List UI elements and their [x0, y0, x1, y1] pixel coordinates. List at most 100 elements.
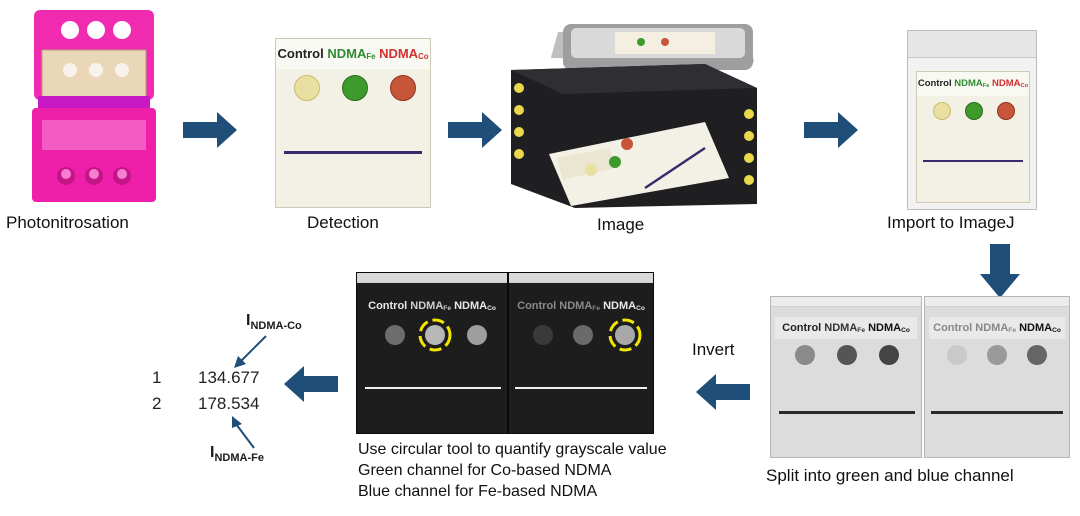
- co-subscript-label: NDMA-Co: [250, 320, 302, 333]
- control-well: [294, 75, 320, 101]
- ndma-fe-label: NDMA: [410, 300, 444, 312]
- flow-line: [779, 411, 915, 414]
- ndma-co-label: NDMA: [454, 300, 488, 312]
- control-well: [947, 345, 967, 365]
- fe-well: [987, 345, 1007, 365]
- step-label-import: Import to ImageJ: [887, 213, 1015, 232]
- control-label: Control: [917, 78, 952, 89]
- fe-subscript: Fe: [592, 304, 600, 312]
- ndma-fe-label: NDMA: [954, 78, 983, 89]
- control-label: Control: [782, 322, 822, 334]
- flow-line: [923, 160, 1023, 162]
- control-well: [385, 325, 405, 345]
- selection-circle-icon: [608, 318, 642, 352]
- ndma-fe-label: NDMA: [975, 322, 1009, 334]
- i-letter: I: [210, 444, 215, 461]
- flow-line: [931, 411, 1063, 414]
- arrow-left-icon: [284, 366, 338, 402]
- imagej-toolbar: [908, 31, 1036, 58]
- co-subscript: Co: [901, 326, 910, 334]
- arrow-right-icon: [183, 112, 237, 148]
- ndma-co-label: NDMA: [379, 46, 419, 61]
- imagej-strip: Control NDMAFe NDMACo: [916, 71, 1030, 203]
- label-ndma-co: INDMA-Co: [246, 312, 302, 332]
- arrow-down-icon: [980, 244, 1020, 298]
- pointer-arrow-icon: [234, 335, 267, 368]
- control-label: Control: [933, 322, 973, 334]
- inverted-blue-window: Control NDMAFe NDMACo: [508, 272, 654, 434]
- co-well: [997, 102, 1015, 120]
- fe-subscript: Fe: [366, 52, 376, 62]
- fe-subscript-label: NDMA-Fe: [214, 452, 264, 465]
- quantify-line-3: Blue channel for Fe-based NDMA: [358, 483, 598, 500]
- fe-well: [425, 325, 445, 345]
- quantify-description: Use circular tool to quantify grayscale …: [358, 439, 667, 502]
- arrow-left-icon: [696, 374, 750, 410]
- strip-header: Control NDMAFe NDMACo: [775, 317, 917, 339]
- result-value: 178.534: [198, 394, 260, 413]
- control-label: Control: [277, 46, 324, 61]
- strip-header: Control NDMAFe NDMACo: [361, 295, 503, 317]
- step-label-split: Split into green and blue channel: [766, 466, 1014, 485]
- co-subscript: Co: [1020, 82, 1029, 89]
- co-subscript: Co: [1052, 326, 1061, 334]
- strip-header: Control NDMAFe NDMACo: [917, 72, 1029, 96]
- co-well: [467, 325, 487, 345]
- co-well: [615, 325, 635, 345]
- result-value: 134.677: [198, 368, 260, 387]
- ndma-fe-label: NDMA: [824, 322, 858, 334]
- fe-well: [837, 345, 857, 365]
- result-row-2: 2 178.534: [152, 394, 259, 414]
- flow-line: [365, 387, 501, 389]
- co-well: [879, 345, 899, 365]
- step-label-image: Image: [597, 215, 645, 234]
- step-label-invert: Invert: [692, 340, 735, 359]
- arrow-right-icon: [804, 112, 858, 148]
- fe-well: [573, 325, 593, 345]
- flow-line: [515, 387, 647, 389]
- inverted-green-window: Control NDMAFe NDMACo: [356, 272, 508, 434]
- ndma-co-label: NDMA: [1019, 322, 1053, 334]
- ndma-fe-label: NDMA: [559, 300, 593, 312]
- imagej-window: Control NDMAFe NDMACo: [907, 30, 1037, 210]
- fe-well: [965, 102, 983, 120]
- ndma-fe-label: NDMA: [327, 46, 367, 61]
- control-well: [533, 325, 553, 345]
- fe-well: [342, 75, 368, 101]
- co-subscript: Co: [636, 304, 645, 312]
- co-subscript: Co: [418, 52, 429, 62]
- co-well: [1027, 345, 1047, 365]
- window-titlebar: [509, 273, 653, 283]
- imaging-box: [505, 18, 765, 214]
- strip-header: Control NDMAFe NDMACo: [513, 295, 649, 317]
- control-well: [795, 345, 815, 365]
- quantify-line-2: Green channel for Co-based NDMA: [358, 462, 612, 479]
- fe-subscript: Fe: [857, 326, 865, 334]
- strip-header: Control NDMAFe NDMACo: [276, 39, 430, 69]
- strip-header: Control NDMAFe NDMACo: [929, 317, 1065, 339]
- flow-line: [284, 151, 422, 154]
- window-titlebar: [771, 297, 921, 307]
- quantify-line-1: Use circular tool to quantify grayscale …: [358, 441, 667, 458]
- step-label-detection: Detection: [307, 213, 379, 232]
- co-subscript: Co: [487, 304, 496, 312]
- control-label: Control: [517, 300, 557, 312]
- detection-strip: Control NDMAFe NDMACo: [275, 38, 431, 208]
- fe-subscript: Fe: [443, 304, 451, 312]
- control-well: [933, 102, 951, 120]
- green-channel-window: Control NDMAFe NDMACo: [770, 296, 922, 458]
- label-ndma-fe: INDMA-Fe: [210, 444, 264, 464]
- control-label: Control: [368, 300, 408, 312]
- pointer-arrow-icon: [232, 416, 255, 449]
- window-titlebar: [357, 273, 507, 283]
- blue-channel-window: Control NDMAFe NDMACo: [924, 296, 1070, 458]
- arrow-right-icon: [448, 112, 502, 148]
- co-well: [390, 75, 416, 101]
- selection-circle-icon: [418, 318, 452, 352]
- ndma-co-label: NDMA: [603, 300, 637, 312]
- window-titlebar: [925, 297, 1069, 307]
- photonitrosation-device: [28, 8, 160, 204]
- step-label-photonitrosation: Photonitrosation: [6, 213, 129, 232]
- result-index: 2: [152, 394, 162, 413]
